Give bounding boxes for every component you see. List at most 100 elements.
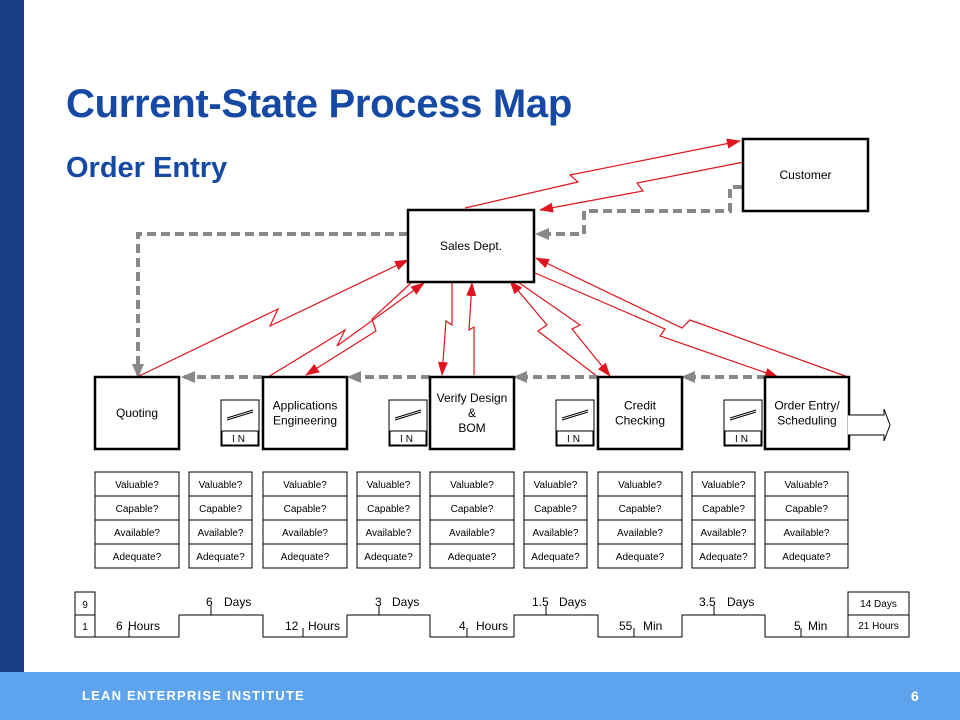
inbox-icon: IN <box>555 399 595 447</box>
timeline-bottom-left: 1 <box>82 622 88 633</box>
process-time-unit: Min <box>808 619 827 633</box>
question-tables: Valuable? Capable? Available? Adequate? Valu… <box>94 471 849 569</box>
question-cell: Adequate? <box>113 552 162 563</box>
question-table: Valuable?Capable?Available?Adequate? <box>764 471 849 569</box>
question-table: Valuable? Capable? Available? Adequate? <box>691 471 756 569</box>
process-label: Engineering <box>273 414 337 428</box>
question-table: Valuable?Capable?Available?Adequate? <box>262 471 348 569</box>
information-flow-arrows <box>136 138 849 378</box>
process-label: Verify Design <box>437 391 508 405</box>
wait-time-unit: Days <box>392 595 419 609</box>
question-cell: Valuable? <box>199 480 243 491</box>
inbox-icon: IN <box>220 399 260 447</box>
info-arrow-verify-to-sales <box>466 282 477 375</box>
question-cell: Adequate? <box>196 552 245 563</box>
question-cell: Available? <box>701 528 747 539</box>
page-title: Current-State Process Map <box>66 82 572 126</box>
process-label: Scheduling <box>777 414 836 428</box>
info-arrow-sales-to-customer <box>464 138 741 209</box>
info-arrow-credit-to-sales <box>509 280 599 378</box>
output-arrow <box>848 408 891 442</box>
process-label: Checking <box>615 414 665 428</box>
inbox-icons: IN IN IN IN <box>220 399 763 447</box>
timeline-step-line <box>94 614 849 638</box>
question-cell: Available? <box>617 528 663 539</box>
question-cell: Available? <box>114 528 160 539</box>
question-cell: Available? <box>366 528 412 539</box>
question-cell: Adequate? <box>448 552 497 563</box>
question-cell: Valuable? <box>702 480 746 491</box>
question-cell: Available? <box>198 528 244 539</box>
info-arrow-sales-to-apps <box>305 281 413 376</box>
process-time-unit: Min <box>643 619 662 633</box>
question-cell: Valuable? <box>367 480 411 491</box>
wait-time-unit: Days <box>727 595 754 609</box>
inbox-label: IN <box>232 434 248 445</box>
question-table: Valuable? Capable? Available? Adequate? <box>94 471 180 569</box>
question-table: Valuable? Capable? Available? Adequate? <box>188 471 253 569</box>
wait-time-value: 1.5 <box>532 595 549 609</box>
question-cell: Adequate? <box>782 552 831 563</box>
footer-bar <box>0 672 960 720</box>
info-arrow-apps-to-sales <box>267 282 425 378</box>
process-label: Applications <box>273 399 338 413</box>
inbox-label: IN <box>567 434 583 445</box>
question-table: Valuable?Capable?Available?Adequate? <box>523 471 588 569</box>
question-cell: Valuable? <box>534 480 578 491</box>
wait-time-value: 3 <box>375 595 382 609</box>
question-cell: Available? <box>282 528 328 539</box>
process-box-order: Order Entry/Scheduling <box>763 375 851 451</box>
wait-time-value: 3.5 <box>699 595 716 609</box>
total-process-box <box>847 614 910 638</box>
question-cell: Adequate? <box>699 552 748 563</box>
sales-dept-label: Sales Dept. <box>440 239 502 253</box>
wait-time-value: 6 <box>206 595 213 609</box>
question-cell: Valuable? <box>115 480 159 491</box>
customer-box: Customer <box>741 137 870 213</box>
process-time-value: 5 <box>794 619 801 633</box>
question-cell: Available? <box>449 528 495 539</box>
process-time-unit: Hours <box>476 619 508 633</box>
process-box-quoting: Quoting <box>93 375 181 451</box>
inbox-icon: IN <box>723 399 763 447</box>
question-cell: Adequate? <box>531 552 580 563</box>
push-flow-arrows <box>132 185 766 383</box>
sales-dept-box: Sales Dept. <box>406 208 536 284</box>
info-arrow-quoting-to-sales <box>136 259 409 378</box>
process-time-value: 6 <box>116 619 123 633</box>
question-cell: Capable? <box>619 504 662 515</box>
push-arrow-customer-to-sales <box>535 185 742 240</box>
info-arrow-sales-to-credit <box>517 281 611 377</box>
total-lead-time: 14 Days <box>860 599 897 610</box>
question-cell: Valuable? <box>618 480 662 491</box>
process-map-diagram: Customer Sales Dept. Quoting Applications… <box>74 137 910 638</box>
inbox-label: IN <box>735 434 751 445</box>
question-cell: Capable? <box>785 504 828 515</box>
info-arrow-sales-to-verify <box>437 283 453 376</box>
info-arrow-order-to-sales <box>535 257 849 378</box>
question-cell: Capable? <box>199 504 242 515</box>
question-cell: Adequate? <box>616 552 665 563</box>
inbox-icon: IN <box>388 399 428 447</box>
question-cell: Capable? <box>284 504 327 515</box>
page-subtitle: Order Entry <box>66 152 228 184</box>
total-process-time: 21 Hours <box>858 621 899 632</box>
question-table: Valuable?Capable?Available?Adequate? <box>356 471 421 569</box>
page-number: 6 <box>911 688 919 704</box>
question-cell: Valuable? <box>785 480 829 491</box>
process-time-value: 12 <box>285 619 299 633</box>
info-arrow-sales-to-order <box>527 269 779 378</box>
question-cell: Capable? <box>116 504 159 515</box>
process-time-value: 55 <box>619 619 633 633</box>
question-cell: Valuable? <box>450 480 494 491</box>
question-table: Valuable? Capable? Available? Adequate? <box>597 471 683 569</box>
question-cell: Capable? <box>702 504 745 515</box>
footer-brand: LEAN ENTERPRISE INSTITUTE <box>82 688 305 703</box>
process-box-verify: Verify Design&BOM <box>428 375 516 451</box>
question-table: Valuable?Capable?Available?Adequate? <box>429 471 515 569</box>
push-arrow-sales-to-quoting <box>132 232 408 378</box>
process-label: Order Entry/ <box>774 399 840 413</box>
customer-label: Customer <box>779 168 831 182</box>
